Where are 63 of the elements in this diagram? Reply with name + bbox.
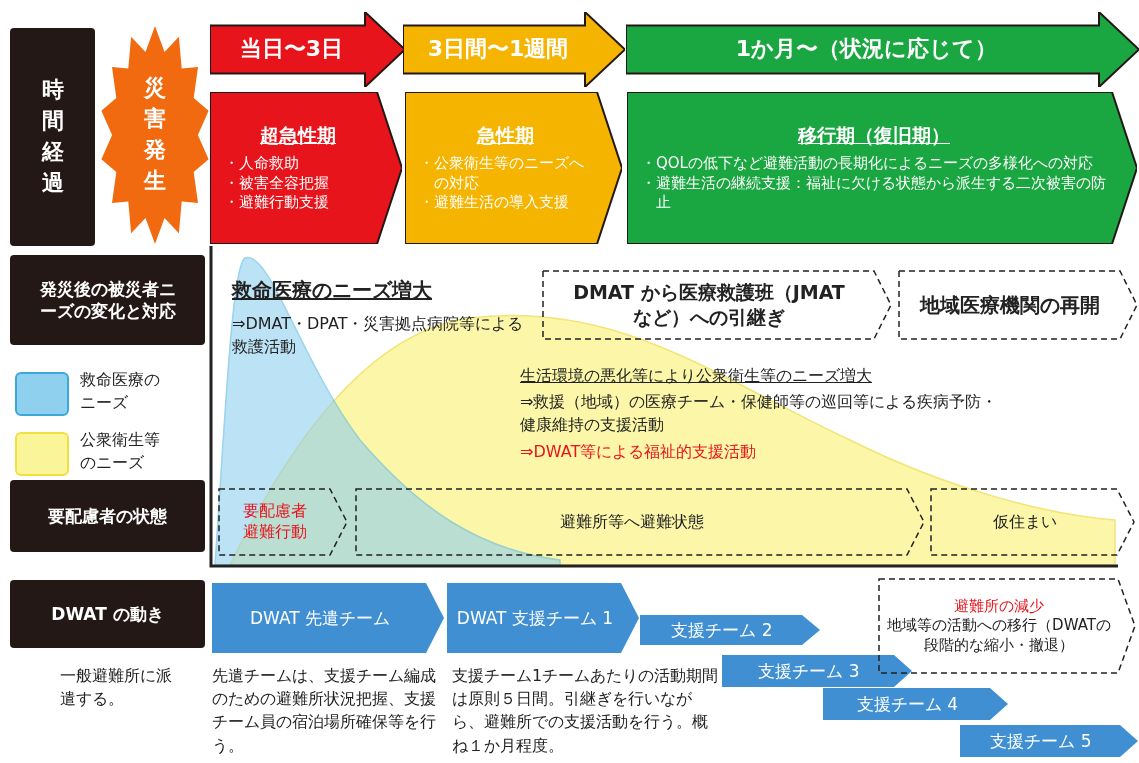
team-label: 支援チーム 5 [990, 729, 1092, 753]
header-box [10, 255, 205, 345]
shape-label: 仮住まい [992, 511, 1057, 533]
header-box [10, 480, 205, 552]
header-box [10, 580, 205, 648]
phase-title: 急性期 [477, 123, 534, 149]
status-panel [218, 488, 348, 556]
phase-title: 超急性期 [260, 123, 336, 149]
period-banner [210, 12, 405, 87]
shape-label: DMAT から医療救護班（JMAT など）への引継ぎ [572, 280, 846, 330]
shape-label: 当日〜3日 [239, 35, 344, 64]
shape-label: 避難所等へ避難状態 [560, 511, 704, 533]
shape-label: 地域医療機関の再開 [920, 292, 1100, 318]
team-banner [640, 615, 820, 645]
shape-label: 要配慮者避難行動 [243, 501, 307, 543]
need-heading: 救命医療のニーズ増大 [232, 277, 433, 304]
bullet-item: ・公衆衛生等のニーズへの対応 [419, 154, 585, 194]
status-panel [878, 578, 1136, 674]
row-heading: 発災後の被災者ニーズの変化と対応 [39, 277, 176, 323]
shape-label: 1か月〜（状況に応じて） [735, 35, 998, 64]
phase-title: 移行期（復旧期） [798, 123, 950, 149]
shape-label: 災害発生 [144, 74, 166, 195]
team-label: DWAT 支援チーム 1 [456, 606, 614, 630]
note-heading: 避難所の減少 [954, 596, 1044, 617]
legend-label: 公衆衛生等のニーズ [80, 429, 161, 475]
row-heading: 要配慮者の状態 [48, 504, 167, 528]
bullet-item: ・QOLの低下など避難活動の長期化によるニーズの多様化への対応 [641, 154, 1093, 174]
phase-panel [627, 92, 1137, 244]
status-panel [355, 488, 925, 556]
status-panel [898, 270, 1138, 340]
need-heading: 生活環境の悪化等により公衆衛生等のニーズ増大 [520, 365, 873, 387]
team-label: DWAT 先遣チーム [249, 606, 391, 630]
note-text: 地域等の活動への移行（DWATの段階的な縮小・撤退） [886, 616, 1112, 656]
bullet-item: ・避難生活の継続支援：福祉に欠ける状態から派生する二次被害の防止 [641, 173, 1107, 213]
bullet-item: ・人命救助 [224, 154, 299, 174]
team-banner [960, 725, 1138, 757]
team-label: 支援チーム 4 [856, 692, 959, 716]
legend-label: 救命医療のニーズ [80, 369, 161, 415]
phase-panel [405, 92, 622, 244]
need-text: ⇒DWAT等による福祉的支援活動 [520, 441, 758, 463]
team-banner [823, 688, 1008, 720]
bullet-item: ・避難生活の導入支援 [419, 193, 569, 213]
team-banner [722, 655, 912, 687]
team-label: 支援チーム 2 [671, 618, 773, 642]
period-banner [626, 12, 1139, 87]
bullet-item: ・避難行動支援 [224, 193, 329, 213]
row-heading: DWAT の動き [51, 602, 164, 626]
status-panel [930, 488, 1135, 556]
note-text: 一般避難所に派遣する。 [60, 665, 173, 711]
period-banner [403, 12, 625, 87]
note-text: 先遣チームは、支援チーム編成のための避難所状況把握、支援チーム員の宿泊場所確保等を行う。 [212, 665, 437, 757]
bullet-item: ・被害全容把握 [224, 173, 329, 194]
status-panel [542, 270, 892, 340]
team-label: 支援チーム 3 [758, 659, 860, 683]
team-banner [212, 583, 444, 653]
note-text: 支援チーム1チームあたりの活動期間は原則５日間。引継ぎを行いながら、避難所での支援活動を行う。概ね１か月程度。 [452, 665, 720, 757]
burst-shape [100, 26, 210, 244]
team-banner [447, 583, 639, 653]
row-heading: 時間経過 [41, 76, 64, 197]
shape-label: 3日間〜1週間 [427, 35, 569, 64]
header-box [10, 28, 95, 246]
phase-panel [210, 92, 402, 244]
need-text: ⇒救援（地域）の医療チーム・保健師等の巡回等による疾病予防・健康維持の支援活動 [520, 391, 999, 437]
